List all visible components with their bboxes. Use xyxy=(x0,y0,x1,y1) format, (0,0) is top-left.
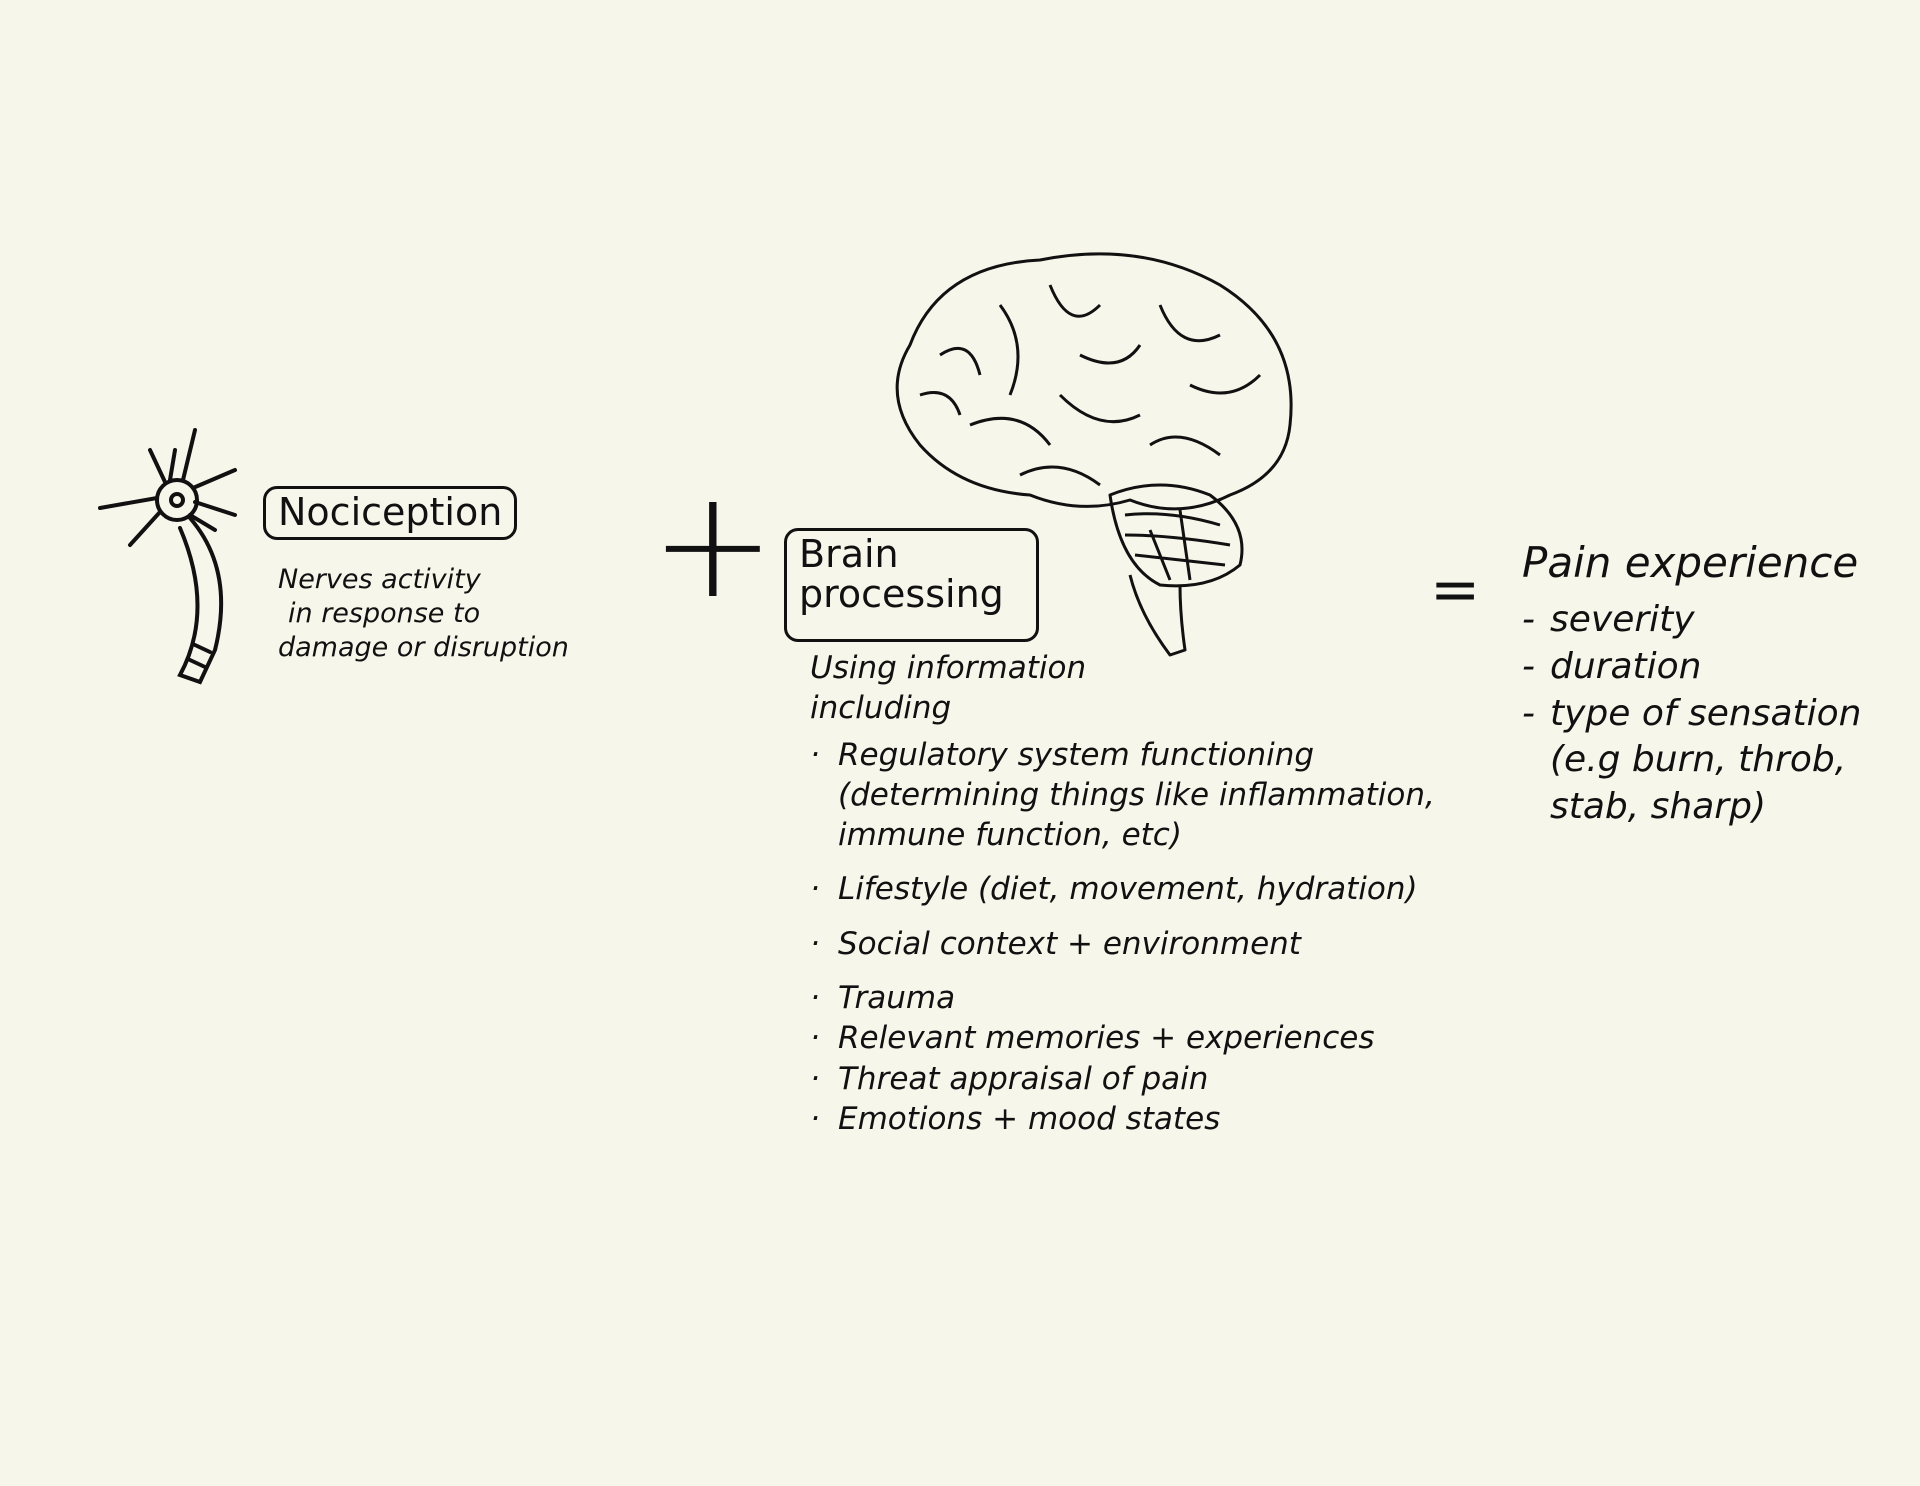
factor-item: Trauma xyxy=(810,978,1530,1019)
pain-experience-list: severity duration type of sensation (e.g… xyxy=(1522,597,1882,831)
pain-item: severity xyxy=(1522,597,1882,644)
factor-item: Social context + environment xyxy=(810,924,1530,965)
brain-processing-details: Using information including Regulatory s… xyxy=(810,648,1530,1140)
nociception-title: Nociception xyxy=(263,486,518,540)
factor-item: Lifestyle (diet, movement, hydration) xyxy=(810,869,1530,910)
brain-icon xyxy=(895,252,1293,657)
factor-list: Regulatory system functioning (determini… xyxy=(810,735,1530,1140)
nociception-line: damage or disruption xyxy=(278,631,569,663)
brain-title-line: processing xyxy=(799,571,1004,616)
equals-operator: = xyxy=(1430,555,1481,625)
brain-title-line: Brain xyxy=(799,532,899,576)
pain-item: duration xyxy=(1522,644,1882,691)
nociception-line: Nerves activity xyxy=(278,564,481,595)
brain-processing-title: Brain processing xyxy=(784,528,1039,642)
neuron-icon xyxy=(98,428,237,685)
nociception-line: in response to xyxy=(288,597,481,629)
factor-item: Threat appraisal of pain xyxy=(810,1059,1530,1100)
factor-item: Regulatory system functioning (determini… xyxy=(810,735,1458,856)
pain-experience-title: Pain experience xyxy=(1522,538,1859,587)
nociception-description: Nerves activity in response to damage or… xyxy=(278,563,569,664)
intro-line: including xyxy=(810,690,952,727)
factor-item: Relevant memories + experiences xyxy=(810,1018,1530,1059)
factor-item: Emotions + mood states xyxy=(810,1099,1530,1140)
pain-experience: Pain experience severity duration type o… xyxy=(1522,538,1882,831)
plus-operator: + xyxy=(650,458,776,632)
intro-line: Using information xyxy=(810,650,1087,686)
pain-item: type of sensation (e.g burn, throb, stab… xyxy=(1522,691,1882,831)
